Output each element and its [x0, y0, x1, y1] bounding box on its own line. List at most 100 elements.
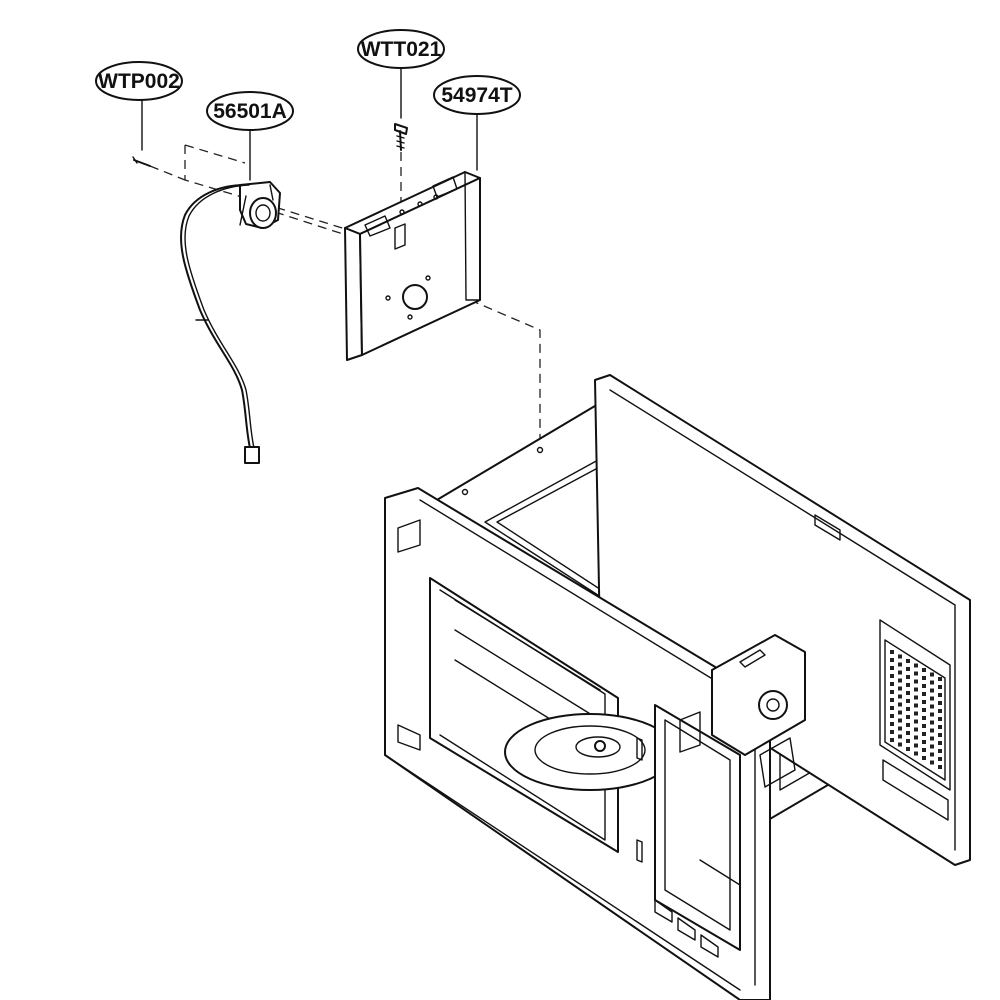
vent-hole — [938, 725, 942, 729]
vent-hole — [898, 726, 902, 731]
vent-hole — [906, 691, 910, 695]
vent-hole — [922, 756, 926, 760]
vent-hole — [890, 738, 894, 742]
vent-hole — [914, 751, 918, 756]
vent-hole — [930, 688, 934, 693]
vent-hole — [890, 730, 894, 734]
vent-hole — [914, 719, 918, 724]
vent-hole — [898, 694, 902, 699]
vent-hole — [930, 672, 934, 677]
vent-hole — [938, 717, 942, 721]
screw-wtt021 — [394, 123, 408, 151]
vent-hole — [890, 690, 894, 694]
vent-hole — [922, 748, 926, 752]
vent-hole — [922, 700, 926, 704]
vent-hole — [914, 711, 918, 716]
vent-hole — [890, 706, 894, 710]
microwave-cavity — [384, 374, 971, 1000]
vent-hole — [898, 654, 902, 659]
vent-hole — [906, 747, 910, 751]
vent-hole — [938, 765, 942, 769]
vent-hole — [906, 731, 910, 735]
vent-hole — [914, 663, 918, 668]
vent-hole — [938, 749, 942, 753]
bracket-54974t — [344, 171, 481, 361]
vent-hole — [922, 716, 926, 720]
vent-hole — [922, 724, 926, 728]
vent-hole — [898, 678, 902, 683]
vent-hole — [906, 739, 910, 743]
vent-hole — [930, 760, 934, 765]
vent-hole — [914, 695, 918, 700]
vent-hole — [930, 736, 934, 741]
vent-hole — [922, 692, 926, 696]
vent-hole — [914, 671, 918, 676]
vent-hole — [914, 727, 918, 732]
vent-hole — [938, 677, 942, 681]
vent-hole — [930, 696, 934, 701]
callout-54974t[interactable]: 54974T — [433, 75, 521, 171]
vent-hole — [938, 693, 942, 697]
vent-hole — [890, 674, 894, 678]
vent-hole — [930, 704, 934, 709]
callout-label-wtt021: WTT021 — [361, 38, 442, 61]
vent-hole — [914, 735, 918, 740]
sensor-wire — [179, 184, 251, 449]
turntable — [504, 713, 676, 791]
vent-hole — [898, 742, 902, 747]
vent-hole — [906, 723, 910, 727]
vent-hole — [922, 676, 926, 680]
vent-hole — [922, 668, 926, 672]
vent-hole — [898, 718, 902, 723]
control-opening — [654, 704, 741, 951]
vent-hole — [898, 734, 902, 739]
vent-hole — [930, 728, 934, 733]
motor-assembly — [711, 634, 806, 788]
vent-hole — [930, 744, 934, 749]
vent-hole — [906, 715, 910, 719]
vent-hole — [890, 658, 894, 662]
vent-hole — [914, 743, 918, 748]
vent-hole — [906, 683, 910, 687]
vent-hole — [938, 709, 942, 713]
vent-hole — [906, 707, 910, 711]
vent-hole — [930, 680, 934, 685]
vent-hole — [906, 675, 910, 679]
vent-hole — [890, 714, 894, 718]
vent-hole — [890, 682, 894, 686]
callout-wtt021[interactable]: WTT021 — [357, 29, 445, 119]
vent-hole — [938, 733, 942, 737]
vent-hole — [898, 686, 902, 691]
callout-label-wtp002: WTP002 — [98, 70, 180, 93]
vent-hole — [890, 650, 894, 654]
vent-hole — [898, 702, 902, 707]
vent-hole — [906, 667, 910, 671]
vent-hole — [890, 698, 894, 702]
callout-wtp002[interactable]: WTP002 — [95, 61, 183, 151]
vent-hole — [890, 666, 894, 670]
sensor-56501a — [179, 181, 281, 464]
vent-hole — [938, 741, 942, 745]
vent-hole — [914, 679, 918, 684]
vent-hole — [898, 670, 902, 675]
vent-hole — [890, 722, 894, 726]
vent-hole — [906, 659, 910, 663]
vent-hole — [930, 752, 934, 757]
vent-hole — [922, 740, 926, 744]
callout-56501a[interactable]: 56501A — [206, 91, 294, 181]
wire-connector — [244, 446, 260, 464]
vent-hole — [914, 687, 918, 692]
vent-hole — [938, 701, 942, 705]
callout-bubble — [95, 61, 183, 101]
vent-hole — [906, 699, 910, 703]
vent-hole — [898, 710, 902, 715]
vent-hole — [922, 732, 926, 736]
vent-grille — [890, 650, 942, 769]
vent-hole — [938, 685, 942, 689]
vent-hole — [898, 662, 902, 667]
vent-hole — [938, 757, 942, 761]
vent-hole — [922, 708, 926, 712]
assembly-guide-lines — [149, 144, 541, 448]
callout-label-56501a: 56501A — [213, 100, 287, 123]
